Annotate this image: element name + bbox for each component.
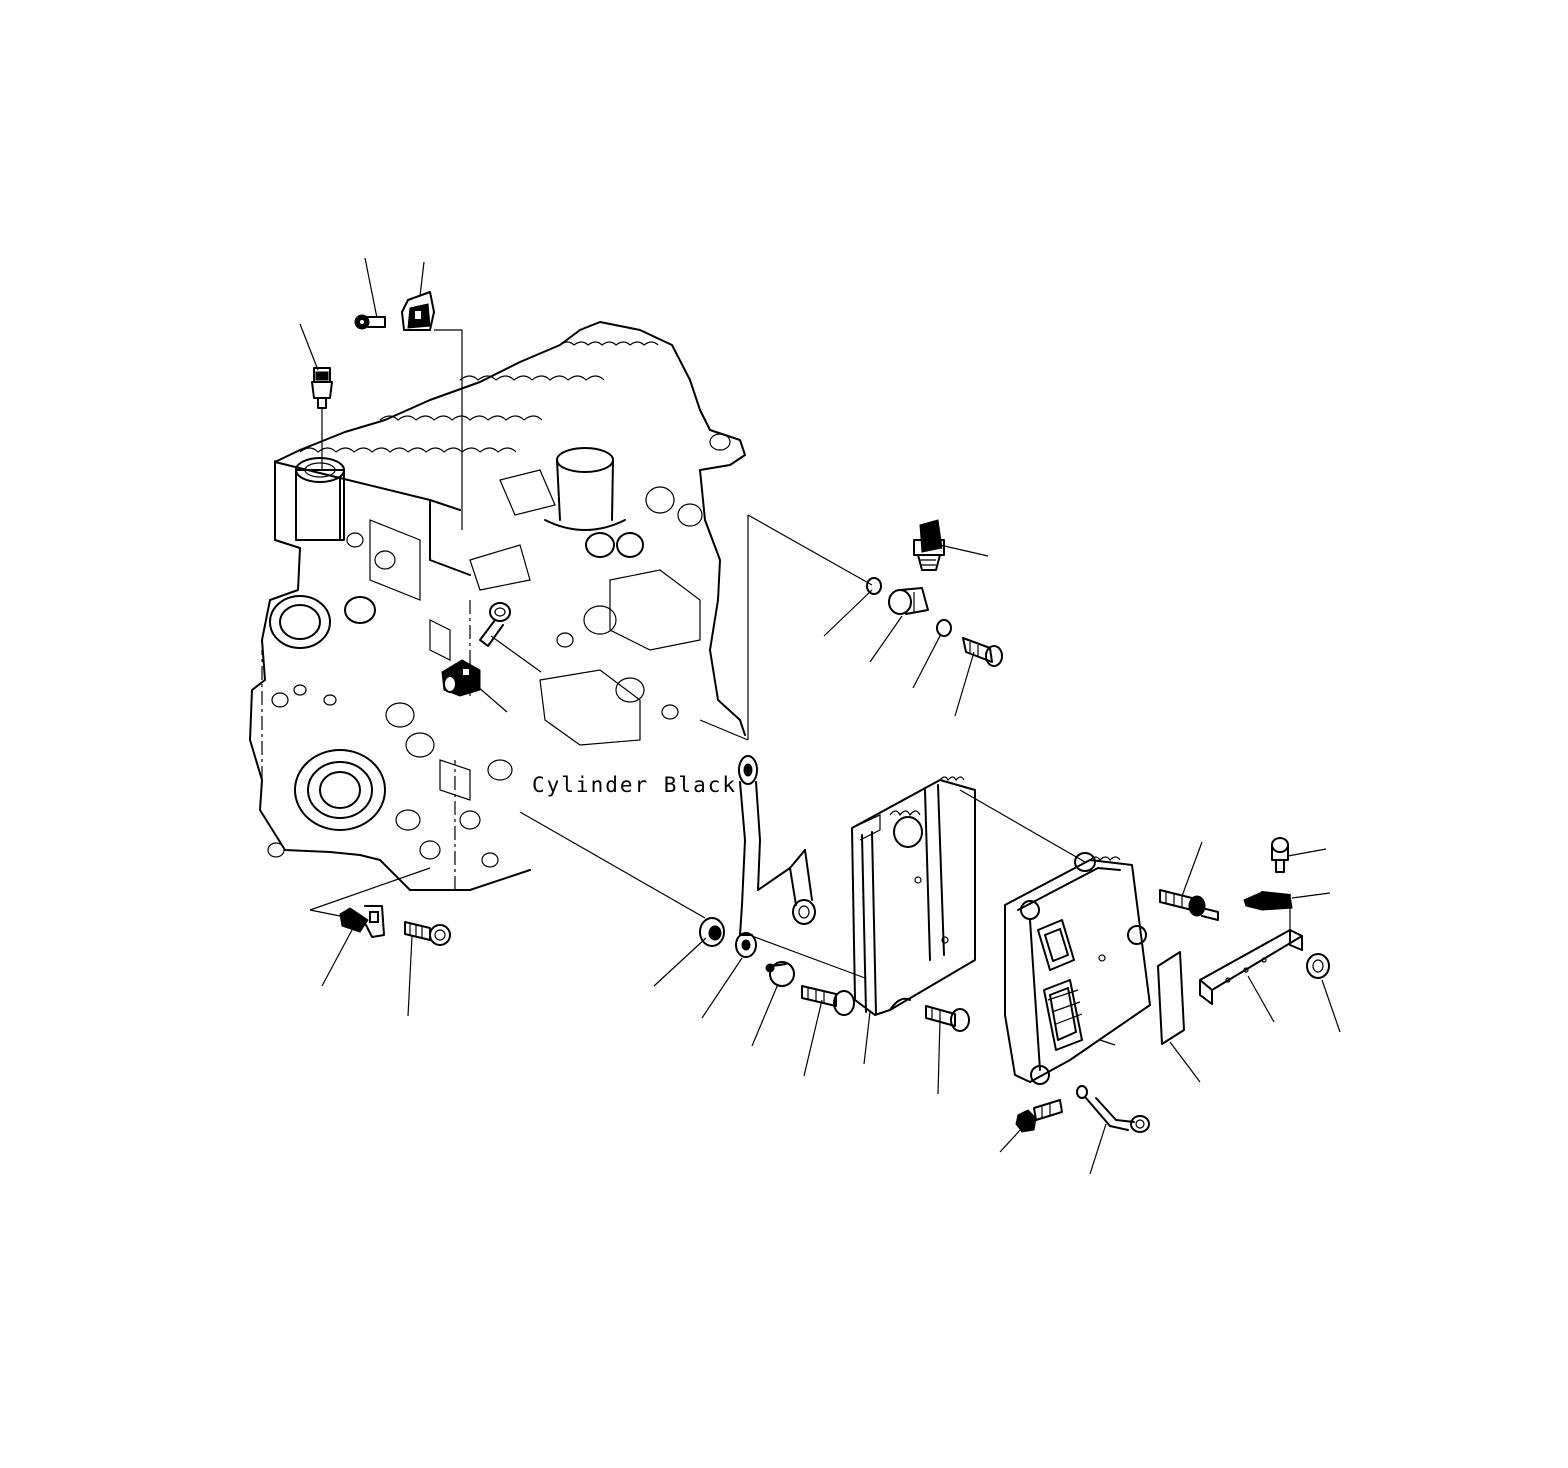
- flange-bolt-bracket: [801, 985, 855, 1016]
- cylinder-block: [249, 321, 746, 891]
- block-bolt: [479, 602, 511, 647]
- engine-control-unit: [1004, 852, 1151, 1085]
- banjo-bolt: [962, 637, 1003, 667]
- ground-strap: [735, 755, 816, 958]
- camshaft-sensor: [441, 659, 481, 697]
- coolant-temperature-sensor: [311, 367, 333, 409]
- o-ring-upper: [866, 577, 882, 595]
- ecu-mounting-bracket: [851, 776, 976, 1016]
- ground-wire: [1076, 1085, 1150, 1133]
- assembly-leader-lines: [309, 329, 1291, 979]
- label-background: [528, 770, 714, 798]
- o-ring-lower: [936, 619, 952, 637]
- ecu-label-plate: [1157, 951, 1185, 1045]
- bracket-bolt: [925, 1005, 970, 1032]
- spacer-washer: [699, 917, 725, 947]
- flange-nut: [1306, 953, 1330, 979]
- callout-leaders: [299, 257, 1341, 1175]
- oil-pressure-sensor: [913, 519, 945, 571]
- cylinder-block-label: Cylinder Black: [532, 773, 737, 797]
- rubber-mount: [765, 961, 795, 987]
- crankshaft-speed-sensor: [339, 905, 385, 938]
- top-bolt: [354, 314, 386, 330]
- ecu-bolt-upper: [1159, 889, 1219, 921]
- sensor-connector-right: [1243, 891, 1293, 911]
- sensor-mounting-bolt: [404, 921, 451, 946]
- ecu-bolt-lower: [1015, 1099, 1063, 1133]
- stay-plate: [1199, 929, 1303, 1005]
- boost-pressure-sensor: [401, 291, 435, 331]
- sensor-adapter: [888, 587, 929, 615]
- small-screw-right: [1271, 837, 1289, 873]
